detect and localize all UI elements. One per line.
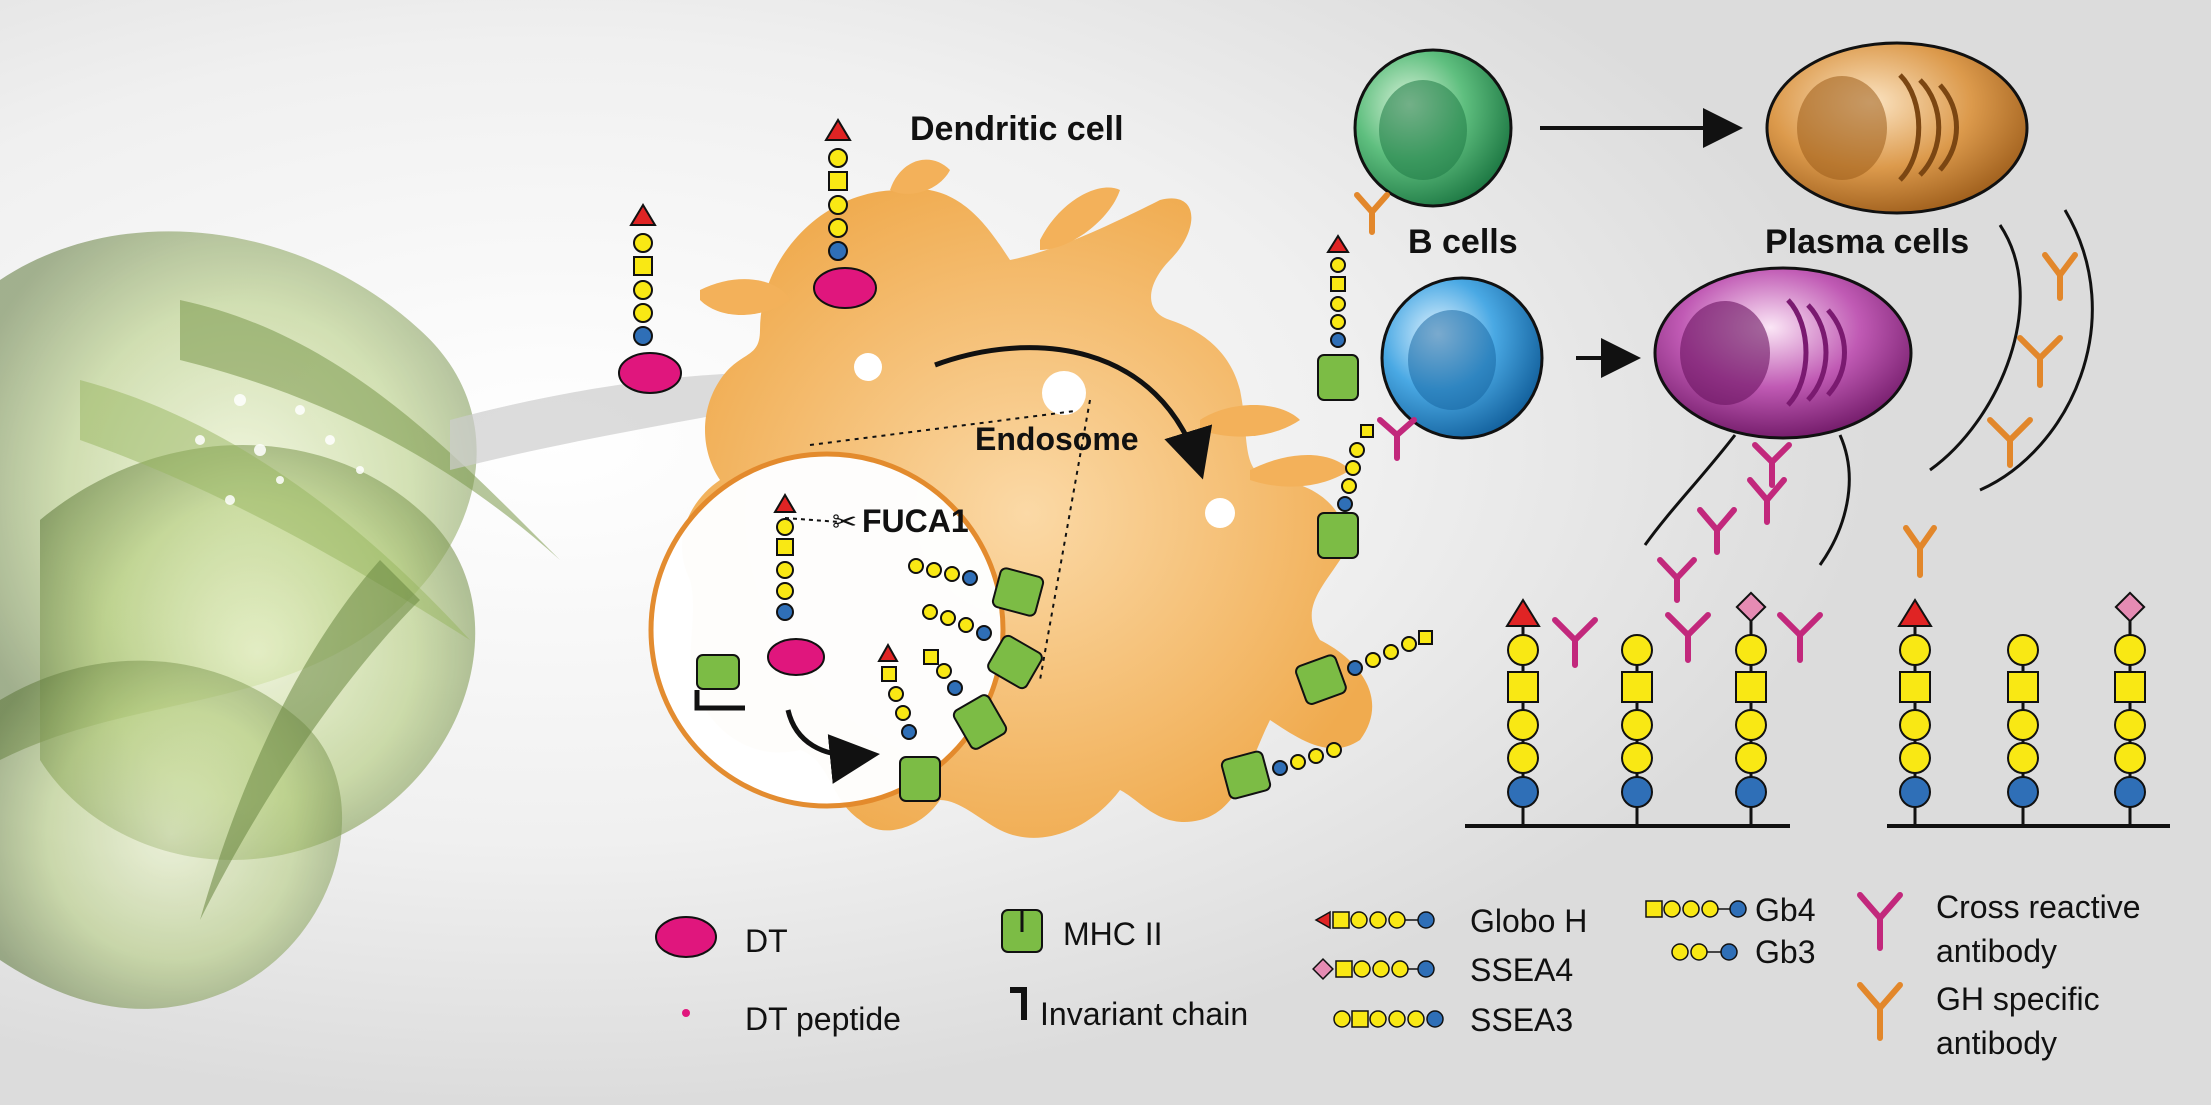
legend-dt: DT [745, 923, 788, 959]
dt-peptide-icon [682, 1009, 690, 1017]
invariant-chain-icon [1010, 987, 1027, 1020]
glycan-dt-conjugate [767, 493, 825, 676]
mhc-peptide-complex [908, 558, 1045, 617]
legend-gh-specific-line2: antibody [1936, 1025, 2057, 1061]
secretion-arc [1643, 434, 1737, 546]
legend-ssea3-glycan [1333, 1010, 1444, 1028]
endosome-magnified-view: ✂ FUCA1 [648, 399, 1091, 809]
scissors-icon: ✂ [832, 506, 857, 539]
legend-gh-specific-line1: GH specific [1936, 981, 2100, 1017]
glycan-chain-icon [1505, 598, 1541, 826]
mhc-peptide-complex [877, 642, 941, 802]
legend-ssea4-glycan [1312, 958, 1435, 980]
endosome-vesicle [1205, 498, 1235, 528]
b-cell-green [1353, 48, 1513, 208]
legend-cross-reactive-line1: Cross reactive [1936, 889, 2141, 925]
legend-gb4-glycan [1645, 900, 1747, 918]
mhc-peptide-complex [923, 649, 1008, 750]
glycan-array-panel-left [1465, 591, 1823, 828]
secretion-arc [1818, 434, 1851, 566]
label-plasma-cells: Plasma cells [1765, 223, 1969, 261]
label-endosome: Endosome [975, 421, 1139, 457]
legend-invariant-chain: Invariant chain [1040, 996, 1248, 1032]
surface-mhc-glycan [1317, 234, 1359, 401]
label-fuca1: FUCA1 [862, 503, 969, 539]
antibody-y-icon [1857, 892, 1903, 951]
glycan-chain-icon [1897, 598, 1933, 826]
legend-cross-reactive-line2: antibody [1936, 933, 2057, 969]
surface-mhc-glycan [1220, 742, 1342, 800]
plasma-cell-orange [1765, 41, 2029, 215]
b-cell-blue [1380, 276, 1544, 440]
legend-mhc-ii: MHC II [1063, 916, 1163, 952]
glycan-dt-conjugate [618, 203, 682, 394]
glycan-chain-icon [2007, 634, 2039, 826]
endosome-vesicle [854, 353, 882, 381]
dt-icon [655, 916, 717, 958]
glycan-array-panel-right [1887, 591, 2170, 828]
legend: DT DT peptide MHC II Invariant chain Glo… [655, 889, 2141, 1061]
mhc-peptide-complex [922, 604, 1043, 690]
antibody-y-icon [1377, 417, 1792, 603]
antibody-y-icon [1857, 982, 1903, 1041]
antibody-y-icon [1354, 192, 2078, 578]
glycan-chain-icon [1621, 634, 1653, 826]
surface-mhc-glycan [1317, 424, 1374, 559]
label-dendritic-cell: Dendritic cell [910, 110, 1124, 148]
legend-gb3: Gb3 [1755, 934, 1815, 970]
legend-dt-peptide: DT peptide [745, 1001, 901, 1037]
secretion-arc [1929, 224, 2022, 472]
legend-ssea4: SSEA4 [1470, 952, 1573, 988]
secretion-arc [1979, 209, 2094, 492]
glycan-dt-conjugate [813, 118, 877, 309]
legend-gb3-glycan [1671, 943, 1738, 961]
glycan-chain-icon [1735, 591, 1767, 826]
antibody-y-icon [1552, 612, 1823, 668]
mhc-molecule-icon [694, 654, 745, 711]
mhc-molecule-icon [1001, 909, 1043, 953]
endosome-vesicle [1042, 371, 1086, 415]
legend-ssea3: SSEA3 [1470, 1002, 1573, 1038]
legend-globo-h-glycan [1314, 910, 1435, 930]
legend-gb4: Gb4 [1755, 892, 1815, 928]
plasma-cell-magenta [1653, 266, 1913, 440]
glycan-chain-icon [2114, 591, 2146, 826]
surface-mhc-glycan [1295, 630, 1433, 705]
legend-globo-h: Globo H [1470, 903, 1587, 939]
label-b-cells: B cells [1408, 223, 1518, 261]
